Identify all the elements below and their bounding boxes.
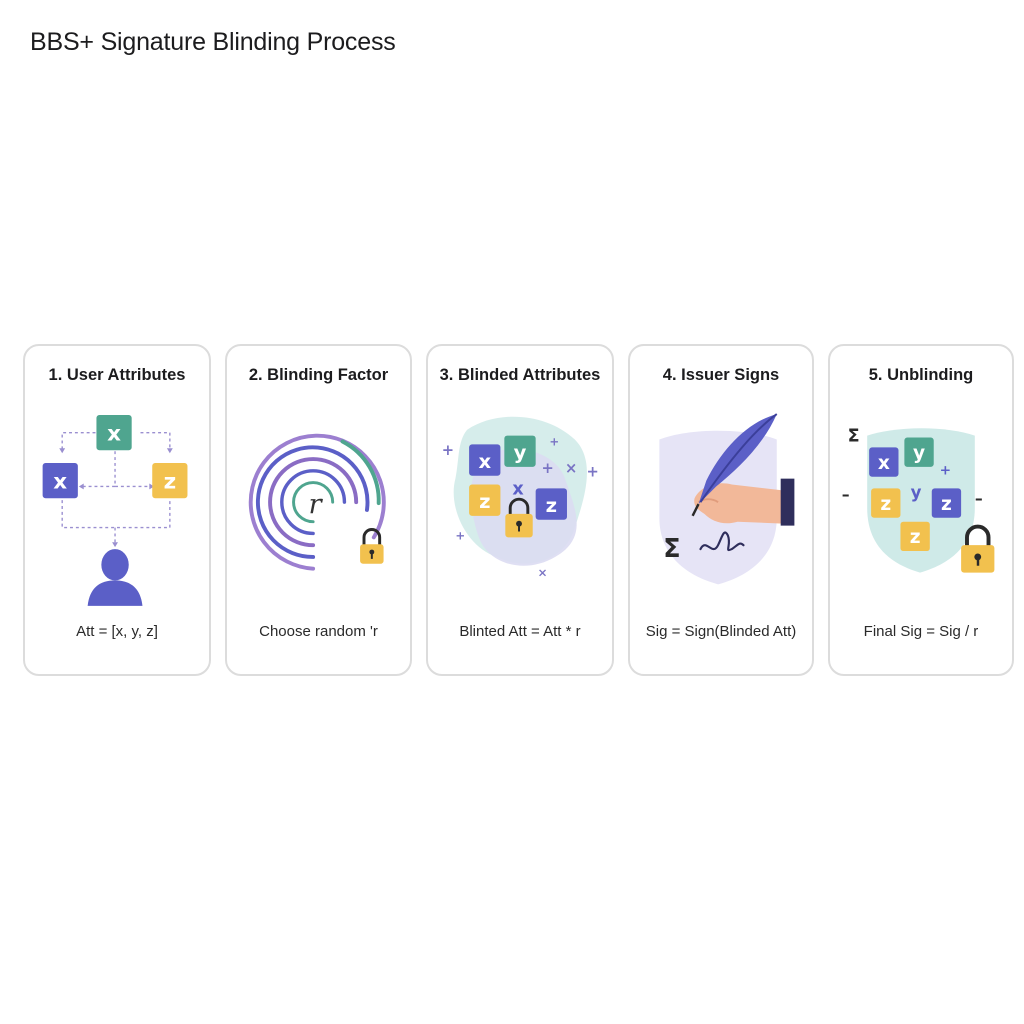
page-title: BBS+ Signature Blinding Process [30,28,396,56]
process-steps: 1. User Attributes [23,344,1014,676]
attribute-tile: z [152,462,188,499]
svg-text:z: z [164,469,177,494]
attribute-tile: z [931,488,962,518]
attribute-tile: x [869,447,899,477]
attributes-illustration: x x z [25,398,209,618]
step-title: 2. Blinding Factor [248,366,389,384]
svg-text:+: + [455,528,465,542]
sigma-symbol: Σ [663,533,680,563]
loose-symbol: y [911,483,922,502]
spiral-icon [248,433,386,571]
signature-scribble [699,531,745,552]
svg-text:+: + [542,460,554,477]
step-title: 1. User Attributes [48,366,186,384]
svg-text:z: z [910,527,921,548]
svg-text:x: x [878,453,890,474]
lock-icon [505,497,533,538]
svg-text:+: + [549,434,559,448]
lock-icon [360,528,384,564]
hand-icon [694,478,795,526]
svg-text:y: y [913,443,925,464]
blinded-illustration: + + + × + + × x y x [428,398,612,618]
step-card-blinded-attributes: 3. Blinded Attributes + + + × + + × x [426,344,614,676]
attribute-tile: y [504,435,536,467]
svg-text:+: + [442,442,454,459]
attribute-tile: z [900,521,930,552]
attribute-tile: z [469,484,501,516]
svg-text:+: + [940,463,951,479]
unblinding-illustration: Σ – – + x y z y [830,398,1012,618]
attribute-tile: x [42,462,78,499]
quill-pen-icon [691,413,778,517]
loose-symbol: x [512,479,524,499]
attribute-tile: x [96,415,132,451]
step-formula: Sig = Sign(Blinded Att) [645,623,797,640]
step-formula: Att = [x, y, z] [76,623,158,640]
random-factor-symbol: r [309,489,324,520]
attribute-tile: z [535,488,567,520]
attribute-tile: y [904,437,934,467]
svg-text:z: z [941,494,952,515]
svg-text:+: + [587,464,599,481]
step-title: 5. Unblinding [868,366,974,384]
svg-text:z: z [546,494,557,517]
step-card-unblinding: 5. Unblinding Σ – – + x y [828,344,1014,676]
step-formula: Blinted Att = Att * r [459,623,581,640]
svg-text:z: z [880,494,891,515]
signing-illustration: Σ [630,398,812,618]
svg-text:x: x [478,450,491,473]
step-title: 3. Blinded Attributes [439,366,601,384]
svg-text:×: × [565,460,577,477]
lock-icon [961,524,995,573]
user-silhouette-icon [87,549,143,606]
step-formula: Choose random 'r [259,623,378,640]
step-card-issuer-signs: 4. Issuer Signs Σ Sig = Sign(Blinded Att… [628,344,814,676]
sigma-symbol: Σ [848,426,860,446]
attribute-tile: x [469,444,501,476]
svg-text:–: – [842,485,850,504]
step-formula: Final Sig = Sig / r [863,623,979,640]
step-card-user-attributes: 1. User Attributes [23,344,211,676]
blinding-illustration: r [227,398,410,618]
step-card-blinding-factor: 2. Blinding Factor [225,344,412,676]
svg-text:z: z [479,490,490,513]
attribute-tile: z [871,488,901,518]
svg-text:y: y [514,441,527,464]
svg-text:–: – [975,489,983,508]
svg-text:×: × [538,566,548,580]
svg-text:x: x [107,421,121,446]
step-title: 4. Issuer Signs [662,366,780,384]
svg-text:x: x [53,469,67,494]
